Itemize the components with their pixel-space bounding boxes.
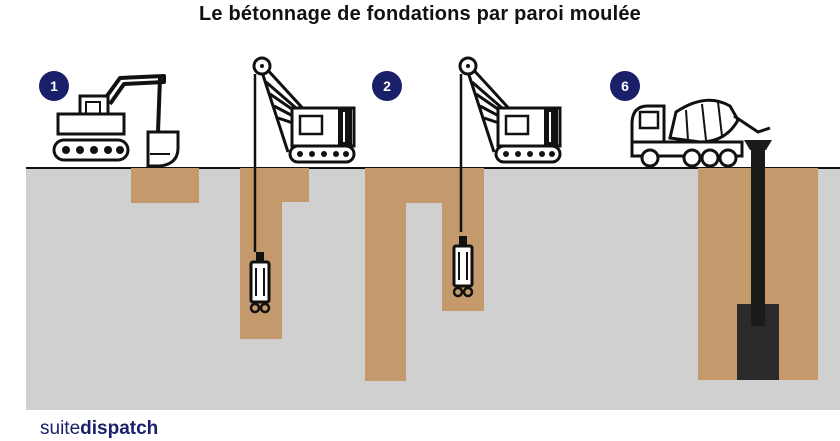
u-shaped-trench — [365, 168, 484, 381]
crawler-crane-icon — [252, 56, 356, 164]
step-badge-6: 6 — [610, 71, 640, 101]
step-badge-2: 2 — [372, 71, 402, 101]
logo-text-light: suite — [40, 418, 81, 439]
trench-grab-icon — [249, 250, 271, 314]
excavator-icon — [52, 74, 180, 168]
tremie-pipe — [751, 144, 765, 326]
crawler-crane-icon — [458, 56, 562, 164]
step-badge-1: 1 — [39, 71, 69, 101]
logo-text-bold: dispatch — [80, 418, 159, 439]
guide-wall-trench — [131, 168, 199, 203]
trench-grab-icon — [452, 234, 474, 298]
brand-logo: suitedispatch — [40, 418, 158, 440]
diagram-title: Le bétonnage de fondations par paroi mou… — [199, 3, 641, 25]
concrete-mixer-truck-icon — [630, 98, 771, 168]
